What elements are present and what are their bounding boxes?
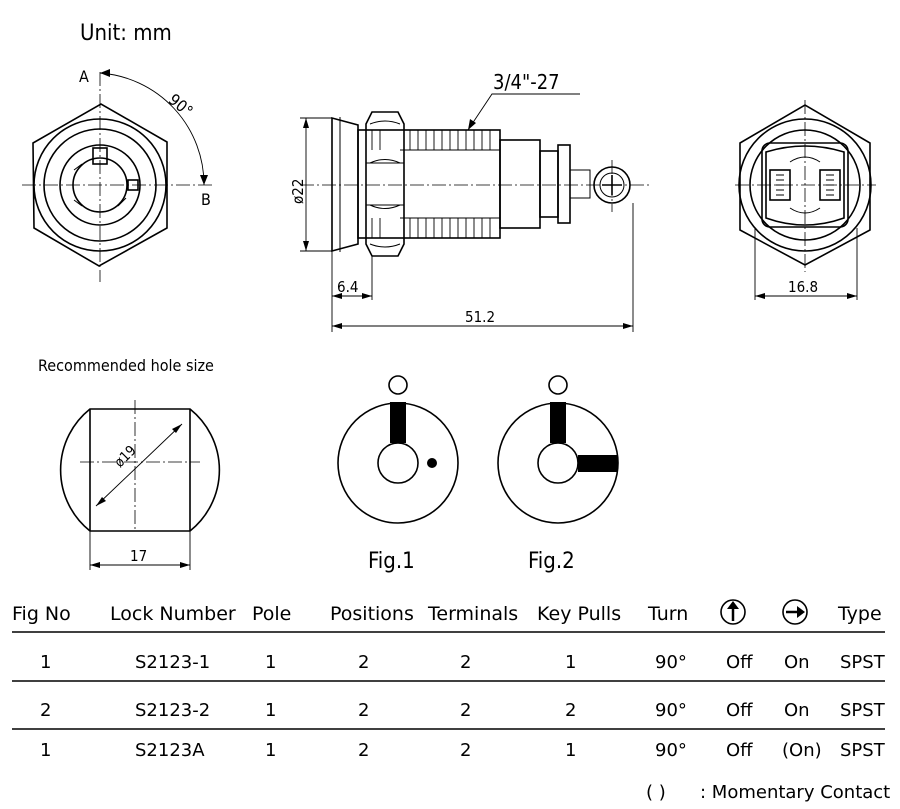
hole-title: Recommended hole size: [38, 356, 214, 375]
cell-positions: 2: [358, 740, 369, 761]
cell-turn: 90°: [655, 652, 687, 673]
hole-flat-label: 17: [130, 547, 147, 565]
fig2-inner-circle: [537, 442, 579, 484]
cell-positions: 2: [358, 652, 369, 673]
header-pole: Pole: [252, 603, 291, 625]
rotation-label: 90°: [165, 90, 197, 121]
cell-key-pulls: 2: [565, 700, 576, 721]
side-switch-block: [539, 150, 559, 218]
fig2-contact-bar-vertical: [550, 402, 566, 443]
fig2-key-position-icon: [548, 375, 568, 395]
fig1-key-position-icon: [388, 375, 408, 395]
unit-label: Unit: mm: [80, 21, 172, 46]
side-terminal-stem: [569, 169, 591, 199]
up-arrow-circle-icon: [720, 599, 746, 625]
header-key-pulls: Key Pulls: [537, 603, 621, 625]
rear-view: 16.8: [735, 100, 876, 300]
header-terminals: Terminals: [427, 603, 518, 625]
hole-outline: [59, 408, 221, 532]
rotation-arc: [99, 72, 205, 186]
cell-type: SPST: [840, 700, 886, 721]
table-row: 1 S2123-1 1 2 2 1 90° Off On SPST: [40, 652, 886, 673]
hole-dia-line: [95, 423, 183, 507]
cell-positions: 2: [358, 700, 369, 721]
header-turn: Turn: [647, 603, 688, 625]
side-switch-plate: [557, 144, 571, 224]
fig1-diagram: Fig.1: [337, 375, 459, 574]
cell-terminals: 2: [460, 700, 471, 721]
cell-fig-no: 1: [40, 652, 51, 673]
cell-type: SPST: [840, 652, 886, 673]
width-label: 16.8: [788, 278, 818, 296]
cell-fig-no: 1: [40, 740, 51, 761]
cell-up-state: Off: [726, 652, 753, 673]
diameter-label: ø22: [289, 179, 307, 204]
side-view: 3/4"-27 ø22 6.4 51.2: [289, 70, 650, 332]
table-header: Fig No Lock Number Pole Positions Termin…: [12, 599, 882, 625]
header-positions: Positions: [330, 603, 414, 625]
length-label: 51.2: [465, 308, 495, 326]
side-housing: [499, 139, 541, 229]
header-fig-no: Fig No: [12, 603, 71, 625]
cell-type: SPST: [840, 740, 886, 761]
cell-pole: 1: [265, 700, 276, 721]
cell-lock-number: S2123A: [135, 740, 205, 761]
cell-lock-number: S2123-1: [135, 652, 210, 673]
position-a-label: A: [79, 67, 89, 86]
hole-view: ø19 17: [59, 400, 221, 570]
cell-terminals: 2: [460, 740, 471, 761]
table-row: 1 S2123A 1 2 2 1 90° Off (On) SPST: [40, 740, 886, 761]
cell-lock-number: S2123-2: [135, 700, 210, 721]
thread-leader: [467, 93, 580, 131]
rotation-arrow-a: [100, 69, 110, 77]
fig2-contact-bar-horizontal: [578, 455, 618, 472]
fig2-label: Fig.2: [528, 549, 575, 574]
cell-right-state: On: [784, 652, 810, 673]
footnote-text: : Momentary Contact: [700, 782, 890, 803]
cell-fig-no: 2: [40, 700, 51, 721]
fig1-contact-dot: [427, 458, 437, 468]
cell-turn: 90°: [655, 740, 687, 761]
fig2-diagram: Fig.2: [497, 375, 619, 574]
fig1-contact-bar: [390, 402, 406, 443]
front-view: 90° A B: [22, 67, 212, 282]
right-arrow-circle-icon: [782, 599, 808, 625]
spec-table: Fig No Lock Number Pole Positions Termin…: [12, 599, 890, 803]
side-flange: [331, 116, 359, 253]
table-row: 2 S2123-2 1 2 2 2 90° Off On SPST: [40, 700, 886, 721]
cell-pole: 1: [265, 652, 276, 673]
fig1-label: Fig.1: [368, 549, 415, 574]
cell-turn: 90°: [655, 700, 687, 721]
side-body: [357, 129, 501, 239]
front-key-pins: [73, 163, 127, 207]
cell-up-state: Off: [726, 740, 753, 761]
fig1-inner-circle: [377, 442, 419, 484]
cell-terminals: 2: [460, 652, 471, 673]
footnote-symbol: ( ): [646, 782, 666, 803]
position-b-label: B: [201, 190, 211, 209]
thread-label: 3/4"-27: [493, 70, 560, 94]
header-lock-number: Lock Number: [110, 603, 236, 625]
cell-key-pulls: 1: [565, 652, 576, 673]
side-thread-top: [371, 130, 491, 150]
side-thread-bottom: [371, 218, 491, 238]
cell-pole: 1: [265, 740, 276, 761]
cell-right-state: On: [784, 700, 810, 721]
rotation-arrow-b: [200, 175, 208, 185]
side-hex-nut: [365, 111, 405, 257]
header-type: Type: [837, 603, 882, 625]
front-hex-nut: [32, 103, 168, 267]
flange-label: 6.4: [337, 278, 358, 296]
cell-up-state: Off: [726, 700, 753, 721]
cell-key-pulls: 1: [565, 740, 576, 761]
cell-right-state: (On): [782, 740, 822, 761]
